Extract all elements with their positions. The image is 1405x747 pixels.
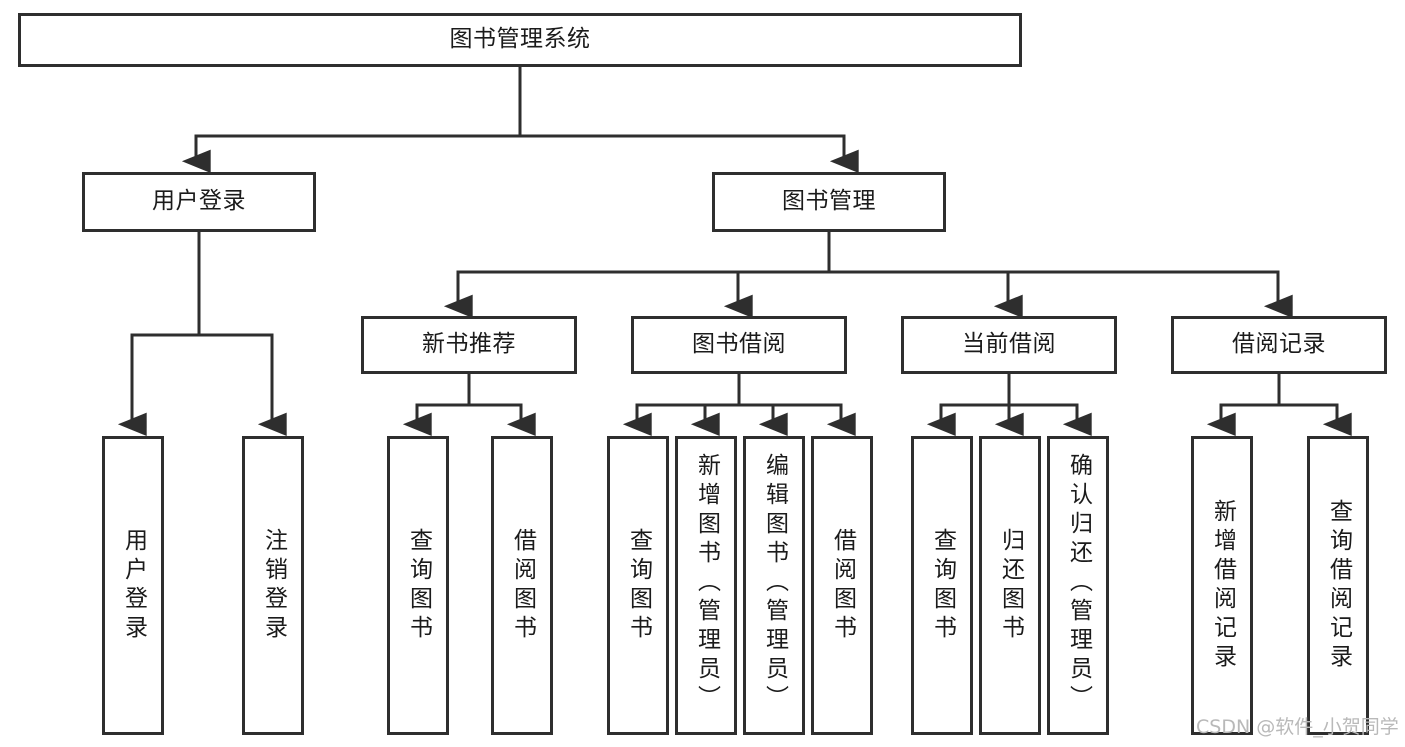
leaf-add-borrow-record-label: 新增借阅记录 <box>1209 498 1236 673</box>
leaf-query-borrow-record-label: 查询借阅记录 <box>1325 498 1352 673</box>
leaf-query-book-borrow[interactable]: 查询图书 <box>607 436 669 735</box>
leaf-borrow-book[interactable]: 借阅图书 <box>811 436 873 735</box>
leaf-query-book-borrow-label: 查询图书 <box>625 527 652 644</box>
node-current-borrow-label: 当前借阅 <box>962 331 1056 358</box>
leaf-borrow-book-label: 借阅图书 <box>829 527 856 644</box>
node-root-label: 图书管理系统 <box>449 26 591 53</box>
leaf-borrow-book-recommend-label: 借阅图书 <box>509 527 536 644</box>
leaf-user-login-label: 用户登录 <box>120 527 147 644</box>
leaf-edit-book-admin-label: 编辑图书（管理员） <box>761 453 788 714</box>
leaf-edit-book-admin[interactable]: 编辑图书（管理员） <box>743 436 805 735</box>
leaf-add-borrow-record[interactable]: 新增借阅记录 <box>1191 436 1253 735</box>
leaf-user-login[interactable]: 用户登录 <box>102 436 164 735</box>
leaf-return-book-label: 归还图书 <box>997 527 1024 644</box>
node-borrow-record-label: 借阅记录 <box>1232 331 1326 358</box>
node-book-borrow-label: 图书借阅 <box>692 331 786 358</box>
node-user-login-label: 用户登录 <box>152 188 246 215</box>
leaf-query-book-current-label: 查询图书 <box>929 527 956 644</box>
leaf-add-book-admin-label: 新增图书（管理员） <box>693 453 720 714</box>
leaf-query-borrow-record[interactable]: 查询借阅记录 <box>1307 436 1369 735</box>
node-book-management[interactable]: 图书管理 <box>712 172 946 232</box>
leaf-borrow-book-recommend[interactable]: 借阅图书 <box>491 436 553 735</box>
node-borrow-record[interactable]: 借阅记录 <box>1171 316 1387 374</box>
node-book-management-label: 图书管理 <box>782 188 876 215</box>
node-root-system[interactable]: 图书管理系统 <box>18 13 1022 67</box>
leaf-logout-label: 注销登录 <box>260 527 287 644</box>
leaf-query-book-recommend[interactable]: 查询图书 <box>387 436 449 735</box>
node-current-borrow[interactable]: 当前借阅 <box>901 316 1117 374</box>
node-book-borrow[interactable]: 图书借阅 <box>631 316 847 374</box>
node-user-login[interactable]: 用户登录 <box>82 172 316 232</box>
node-new-book-recommend[interactable]: 新书推荐 <box>361 316 577 374</box>
leaf-confirm-return-admin[interactable]: 确认归还（管理员） <box>1047 436 1109 735</box>
leaf-query-book-recommend-label: 查询图书 <box>405 527 432 644</box>
leaf-add-book-admin[interactable]: 新增图书（管理员） <box>675 436 737 735</box>
leaf-logout[interactable]: 注销登录 <box>242 436 304 735</box>
node-new-book-recommend-label: 新书推荐 <box>422 331 516 358</box>
leaf-confirm-return-admin-label: 确认归还（管理员） <box>1065 453 1092 714</box>
leaf-query-book-current[interactable]: 查询图书 <box>911 436 973 735</box>
leaf-return-book[interactable]: 归还图书 <box>979 436 1041 735</box>
